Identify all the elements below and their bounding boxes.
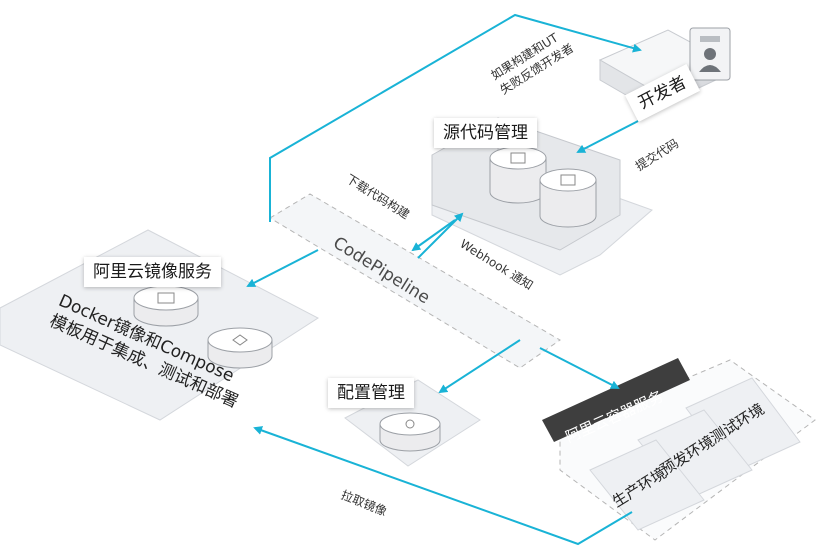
env-tiles (589, 377, 801, 531)
config-label: 配置管理 (328, 378, 414, 408)
container-arrow (539, 347, 620, 389)
webhook-arrow (417, 212, 464, 259)
download-arrow (411, 219, 456, 252)
source-cylinder-1 (489, 146, 547, 204)
source-code-label: 源代码管理 (434, 118, 537, 148)
config-cylinder (379, 412, 441, 452)
pull-image-arrow (253, 426, 633, 546)
codepipeline-band (269, 193, 561, 369)
submit-code-arrow (576, 119, 641, 153)
cylinders (133, 146, 597, 452)
acr-cylinder-1 (133, 285, 199, 327)
acr-label: 阿里云镜像服务 (84, 257, 221, 287)
config-arrow (438, 339, 521, 394)
acr-cylinder-2 (207, 327, 273, 369)
source-cylinder-2 (539, 168, 597, 228)
feedback-arrow (269, 13, 642, 222)
arrows (246, 13, 642, 546)
acr-arrow (246, 249, 319, 287)
